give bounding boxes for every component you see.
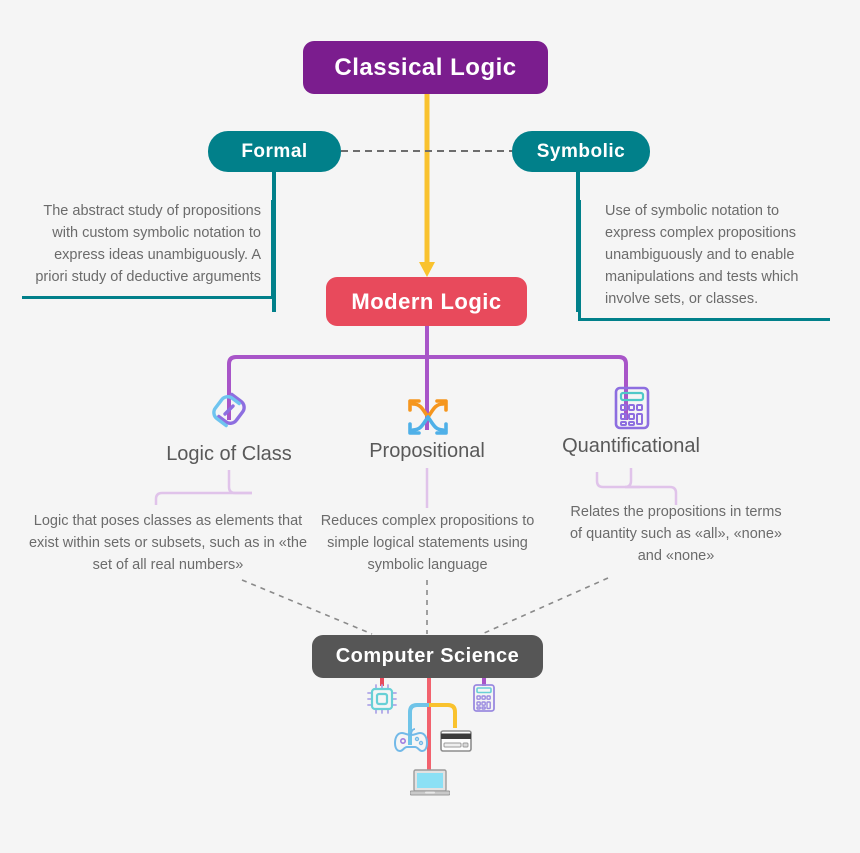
description-symbolic-text: Use of symbolic notation to express comp… xyxy=(605,203,799,308)
branch-label-logic-of-class-text: Logic of Class xyxy=(166,443,292,465)
node-classical-logic[interactable]: Classical Logic xyxy=(303,41,548,94)
calculator-small-icon xyxy=(471,683,497,714)
node-symbolic-label: Symbolic xyxy=(536,140,626,162)
description-formal: The abstract study of propositions with … xyxy=(22,200,274,300)
calculator-icon xyxy=(611,384,653,432)
gamepad-icon xyxy=(393,726,429,756)
branch-label-propositional: Propositional xyxy=(327,440,527,463)
shuffle-arrows-icon xyxy=(405,394,451,440)
node-formal-label: Formal xyxy=(241,140,308,162)
description-quantificational-text: Relates the propositions in terms of qua… xyxy=(569,504,782,565)
node-computer-science[interactable]: Computer Science xyxy=(312,635,543,678)
description-quantificational: Relates the propositions in terms of qua… xyxy=(565,501,787,567)
credit-card-icon xyxy=(440,730,472,752)
branch-label-logic-of-class: Logic of Class xyxy=(129,443,329,466)
description-logic-of-class: Logic that poses classes as elements tha… xyxy=(28,510,308,576)
node-symbolic[interactable]: Symbolic xyxy=(512,131,650,172)
node-classical-logic-label: Classical Logic xyxy=(334,53,517,81)
node-modern-logic-label: Modern Logic xyxy=(351,288,502,314)
description-propositional-text: Reduces complex propositions to simple l… xyxy=(320,513,535,574)
node-modern-logic[interactable]: Modern Logic xyxy=(326,277,527,326)
description-logic-of-class-text: Logic that poses classes as elements tha… xyxy=(28,513,308,574)
branch-label-quantificational-text: Quantificational xyxy=(562,435,700,457)
branch-label-propositional-text: Propositional xyxy=(369,440,485,462)
node-computer-science-label: Computer Science xyxy=(335,645,520,667)
description-formal-text: The abstract study of propositions with … xyxy=(35,203,261,286)
cpu-chip-icon xyxy=(366,683,398,715)
laptop-icon xyxy=(410,769,450,797)
description-propositional: Reduces complex propositions to simple l… xyxy=(310,510,545,576)
chain-link-icon xyxy=(204,385,254,435)
node-formal[interactable]: Formal xyxy=(208,131,341,172)
description-symbolic: Use of symbolic notation to express comp… xyxy=(578,200,830,322)
branch-label-quantificational: Quantificational xyxy=(531,435,731,458)
